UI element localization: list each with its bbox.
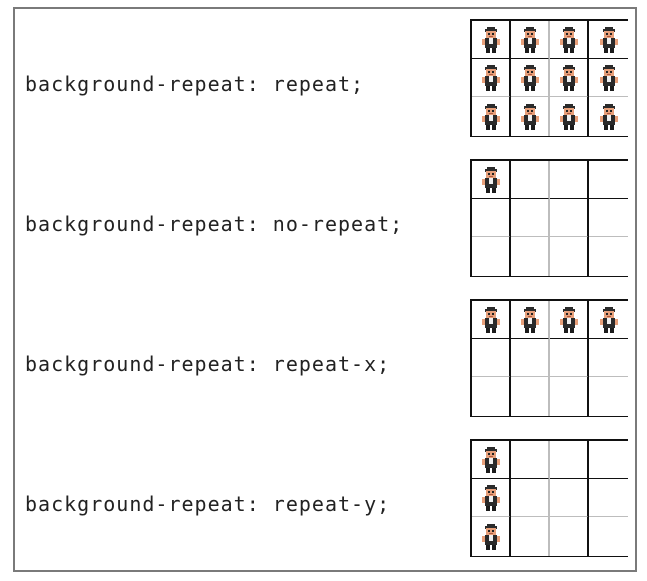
grid-cell xyxy=(589,377,628,416)
no-repeat-demo-box xyxy=(470,159,628,277)
grid-cell xyxy=(511,21,550,60)
grid-cell xyxy=(472,21,511,60)
grid-cell xyxy=(472,301,511,340)
grid-cell xyxy=(511,97,550,136)
grid-cell xyxy=(589,237,628,276)
grid-cell xyxy=(550,237,589,276)
repeat-demo-box xyxy=(470,19,628,137)
grid-cell xyxy=(472,161,511,200)
examples-panel: background-repeat: repeat; background-re… xyxy=(13,7,637,572)
repeat-x-demo-box xyxy=(470,299,628,417)
grid-cell xyxy=(589,517,628,556)
grid-cell xyxy=(589,97,628,136)
grid-cell xyxy=(511,199,550,238)
grid-cell xyxy=(511,377,550,416)
grid-cell xyxy=(472,441,511,480)
grid-cell xyxy=(472,237,511,276)
grid-cell xyxy=(589,161,628,200)
grid-cell xyxy=(550,199,589,238)
example-row-repeat-y: background-repeat: repeat-y; xyxy=(15,434,635,574)
css-rule-label: background-repeat: repeat-y; xyxy=(25,492,391,516)
css-rule-label: background-repeat: repeat; xyxy=(25,72,365,96)
grid-cell xyxy=(550,479,589,518)
grid-cell xyxy=(472,377,511,416)
grid-cell xyxy=(511,301,550,340)
grid-cell xyxy=(550,339,589,378)
grid-cell xyxy=(550,517,589,556)
example-row-repeat: background-repeat: repeat; xyxy=(15,14,635,154)
grid-cell xyxy=(589,21,628,60)
repeat-y-demo-box xyxy=(470,439,628,557)
grid-cell xyxy=(589,479,628,518)
grid-cell xyxy=(511,59,550,98)
grid-cell xyxy=(511,237,550,276)
grid-cell xyxy=(550,377,589,416)
grid-cell xyxy=(550,441,589,480)
grid-cell xyxy=(472,517,511,556)
grid-cell xyxy=(550,59,589,98)
css-rule-label: background-repeat: repeat-x; xyxy=(25,352,391,376)
example-row-no-repeat: background-repeat: no-repeat; xyxy=(15,154,635,294)
example-row-repeat-x: background-repeat: repeat-x; xyxy=(15,294,635,434)
grid-cell xyxy=(472,479,511,518)
grid-cell xyxy=(472,59,511,98)
grid-cell xyxy=(511,441,550,480)
grid-cell xyxy=(589,339,628,378)
grid-cell xyxy=(511,517,550,556)
grid-cell xyxy=(550,97,589,136)
grid-cell xyxy=(589,301,628,340)
grid-cell xyxy=(472,97,511,136)
grid-cell xyxy=(550,301,589,340)
grid-cell xyxy=(550,21,589,60)
grid-cell xyxy=(550,161,589,200)
grid-cell xyxy=(511,339,550,378)
grid-cell xyxy=(511,479,550,518)
grid-cell xyxy=(472,199,511,238)
grid-cell xyxy=(589,199,628,238)
grid-cell xyxy=(589,59,628,98)
grid-cell xyxy=(511,161,550,200)
grid-cell xyxy=(589,441,628,480)
css-rule-label: background-repeat: no-repeat; xyxy=(25,212,404,236)
grid-cell xyxy=(472,339,511,378)
